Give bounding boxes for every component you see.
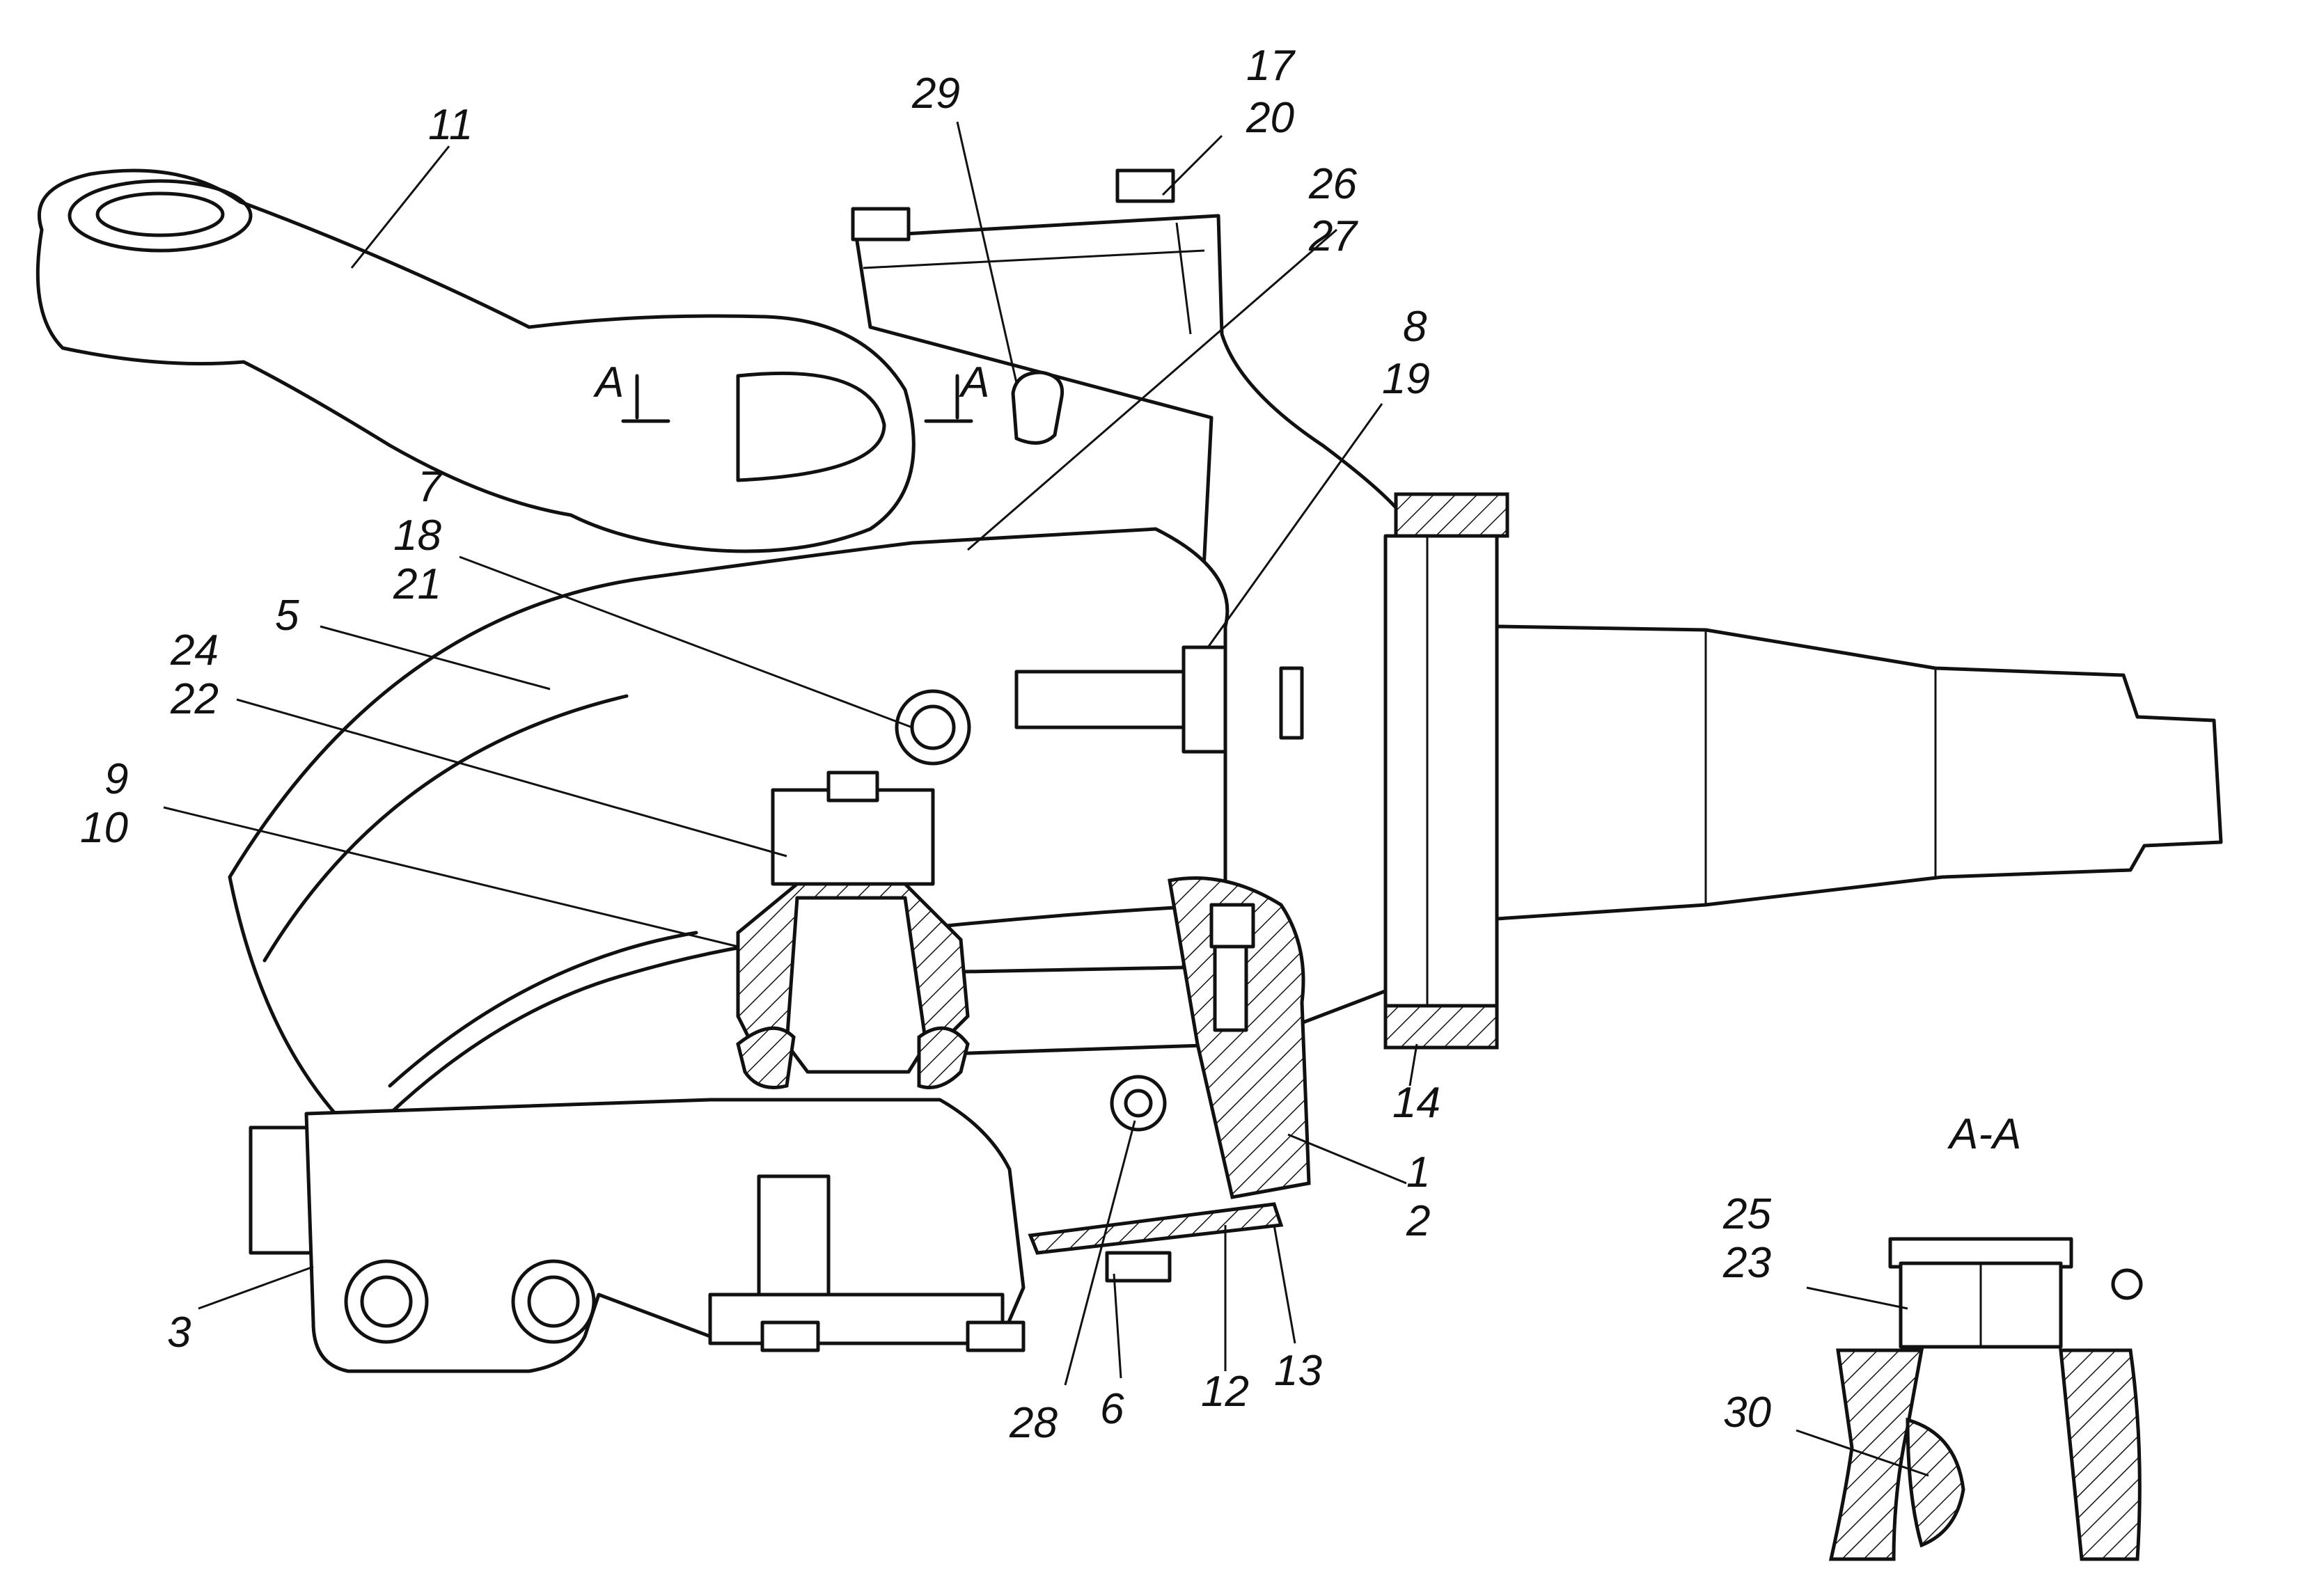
label-20: 20 (1246, 94, 1294, 142)
lower-cap-section (1028, 876, 1311, 1283)
label-19: 19 (1382, 355, 1430, 403)
label-23: 23 (1722, 1239, 1771, 1287)
label-1: 1 (1406, 1148, 1430, 1196)
label-section-aa: A-A (1947, 1110, 2021, 1158)
section-marks (621, 374, 973, 423)
label-10: 10 (80, 804, 128, 852)
label-9: 9 (104, 755, 128, 803)
steering-arm-11 (36, 168, 916, 553)
label-26: 26 (1308, 160, 1357, 208)
leader-lines (163, 121, 1929, 1477)
callout-labels: 11 29 17 20 26 27 8 19 A A 7 18 21 24 5 … (80, 42, 2021, 1447)
label-6: 6 (1100, 1385, 1124, 1433)
label-22: 22 (170, 675, 219, 723)
grease-fitting-29 (1011, 370, 1065, 445)
label-25: 25 (1722, 1190, 1771, 1238)
section-aa-detail (1828, 1237, 2143, 1561)
label-11: 11 (428, 101, 473, 149)
spindle-hub (1383, 492, 2223, 1050)
label-section-a-right: A (958, 358, 989, 406)
label-28: 28 (1009, 1399, 1058, 1447)
label-7: 7 (418, 463, 443, 511)
label-2: 2 (1406, 1197, 1430, 1245)
label-8: 8 (1403, 303, 1427, 351)
label-17: 17 (1246, 42, 1296, 90)
label-5: 5 (275, 592, 299, 640)
label-30: 30 (1723, 1389, 1771, 1437)
label-18: 18 (393, 512, 441, 560)
lower-arm-3 (249, 1098, 1026, 1373)
label-13: 13 (1274, 1347, 1322, 1395)
label-27: 27 (1308, 212, 1358, 260)
label-21: 21 (393, 560, 441, 608)
label-24: 24 (170, 626, 219, 674)
knuckle-body-5 (228, 527, 1230, 1144)
label-14: 14 (1392, 1079, 1440, 1127)
label-12: 12 (1201, 1368, 1249, 1416)
label-3: 3 (167, 1309, 191, 1357)
ball-pin-assembly (736, 771, 970, 1089)
label-29: 29 (911, 70, 960, 118)
label-section-a-left: A (592, 358, 624, 406)
stop-bolt-8-19 (1014, 645, 1304, 754)
